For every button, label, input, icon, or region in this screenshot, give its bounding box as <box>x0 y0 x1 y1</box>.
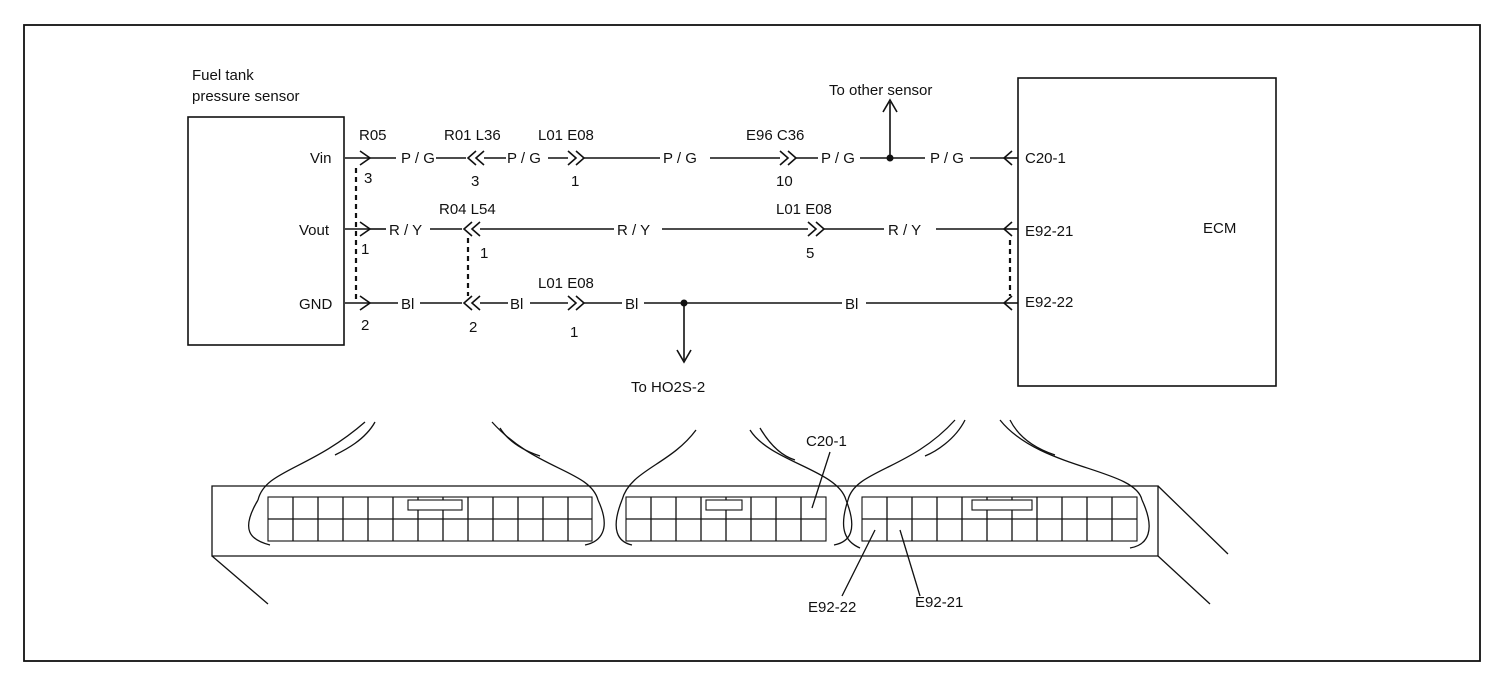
connector-r01-l36: R01 L36 <box>444 127 501 144</box>
ecm-box <box>1017 77 1277 387</box>
vout-wire <box>345 221 1018 237</box>
vin-wire-color-4: P / G <box>821 150 855 167</box>
ecm-connector-illustration <box>211 419 1229 605</box>
connector-l01-e08-gnd: L01 E08 <box>538 275 594 292</box>
connector-r05: R05 <box>359 127 387 144</box>
ecm-terminal-e92-21: E92-21 <box>1025 223 1073 240</box>
pin-vout-l01: 5 <box>806 245 814 262</box>
pin-gnd-l01: 1 <box>570 324 578 341</box>
vin-wire-color-5: P / G <box>930 150 964 167</box>
callout-c20-1: C20-1 <box>806 433 847 450</box>
sensor-title-line1: Fuel tank <box>192 67 254 84</box>
pin-gnd-r05: 2 <box>361 317 369 334</box>
sensor-title-line2: pressure sensor <box>192 88 300 105</box>
connector-e96-c36: E96 C36 <box>746 127 804 144</box>
vin-wire <box>345 98 1018 166</box>
ecm-terminal-e92-22: E92-22 <box>1025 294 1073 311</box>
callout-e92-21: E92-21 <box>915 594 963 611</box>
gnd-wire-color-3: Bl <box>625 296 638 313</box>
gnd-wire-color-4: Bl <box>845 296 858 313</box>
pin-vin-e96: 10 <box>776 173 793 190</box>
vout-wire-color-2: R / Y <box>617 222 650 239</box>
sensor-pin-vout: Vout <box>299 222 330 239</box>
sensor-pin-vin: Vin <box>310 150 331 167</box>
diagram-frame <box>23 24 1481 662</box>
pin-vout-r04: 1 <box>480 245 488 262</box>
connector-l01-e08-vin: L01 E08 <box>538 127 594 144</box>
vin-wire-color-3: P / G <box>663 150 697 167</box>
shield-lines <box>354 168 1012 300</box>
gnd-wire <box>345 295 1018 364</box>
ecm-label: ECM <box>1203 220 1236 237</box>
pin-vin-l01: 1 <box>571 173 579 190</box>
callout-e92-22: E92-22 <box>808 599 856 616</box>
pin-vin-r01: 3 <box>471 173 479 190</box>
branch-to-ho2s2: To HO2S-2 <box>631 379 705 396</box>
vout-wire-color-3: R / Y <box>888 222 921 239</box>
sensor-pin-gnd: GND <box>299 296 333 313</box>
vout-wire-color-1: R / Y <box>389 222 422 239</box>
branch-to-other-sensor: To other sensor <box>829 82 932 99</box>
vin-wire-color-2: P / G <box>507 150 541 167</box>
pin-vin-r05: 3 <box>364 170 372 187</box>
vin-wire-color-1: P / G <box>401 150 435 167</box>
fuel-tank-pressure-sensor-box <box>187 116 345 346</box>
gnd-wire-color-2: Bl <box>510 296 523 313</box>
pin-gnd-r04: 2 <box>469 319 477 336</box>
pin-vout-r05: 1 <box>361 241 369 258</box>
connector-l01-e08-vout: L01 E08 <box>776 201 832 218</box>
gnd-wire-color-1: Bl <box>401 296 414 313</box>
ecm-terminal-c20-1: C20-1 <box>1025 150 1066 167</box>
connector-r04-l54: R04 L54 <box>439 201 496 218</box>
